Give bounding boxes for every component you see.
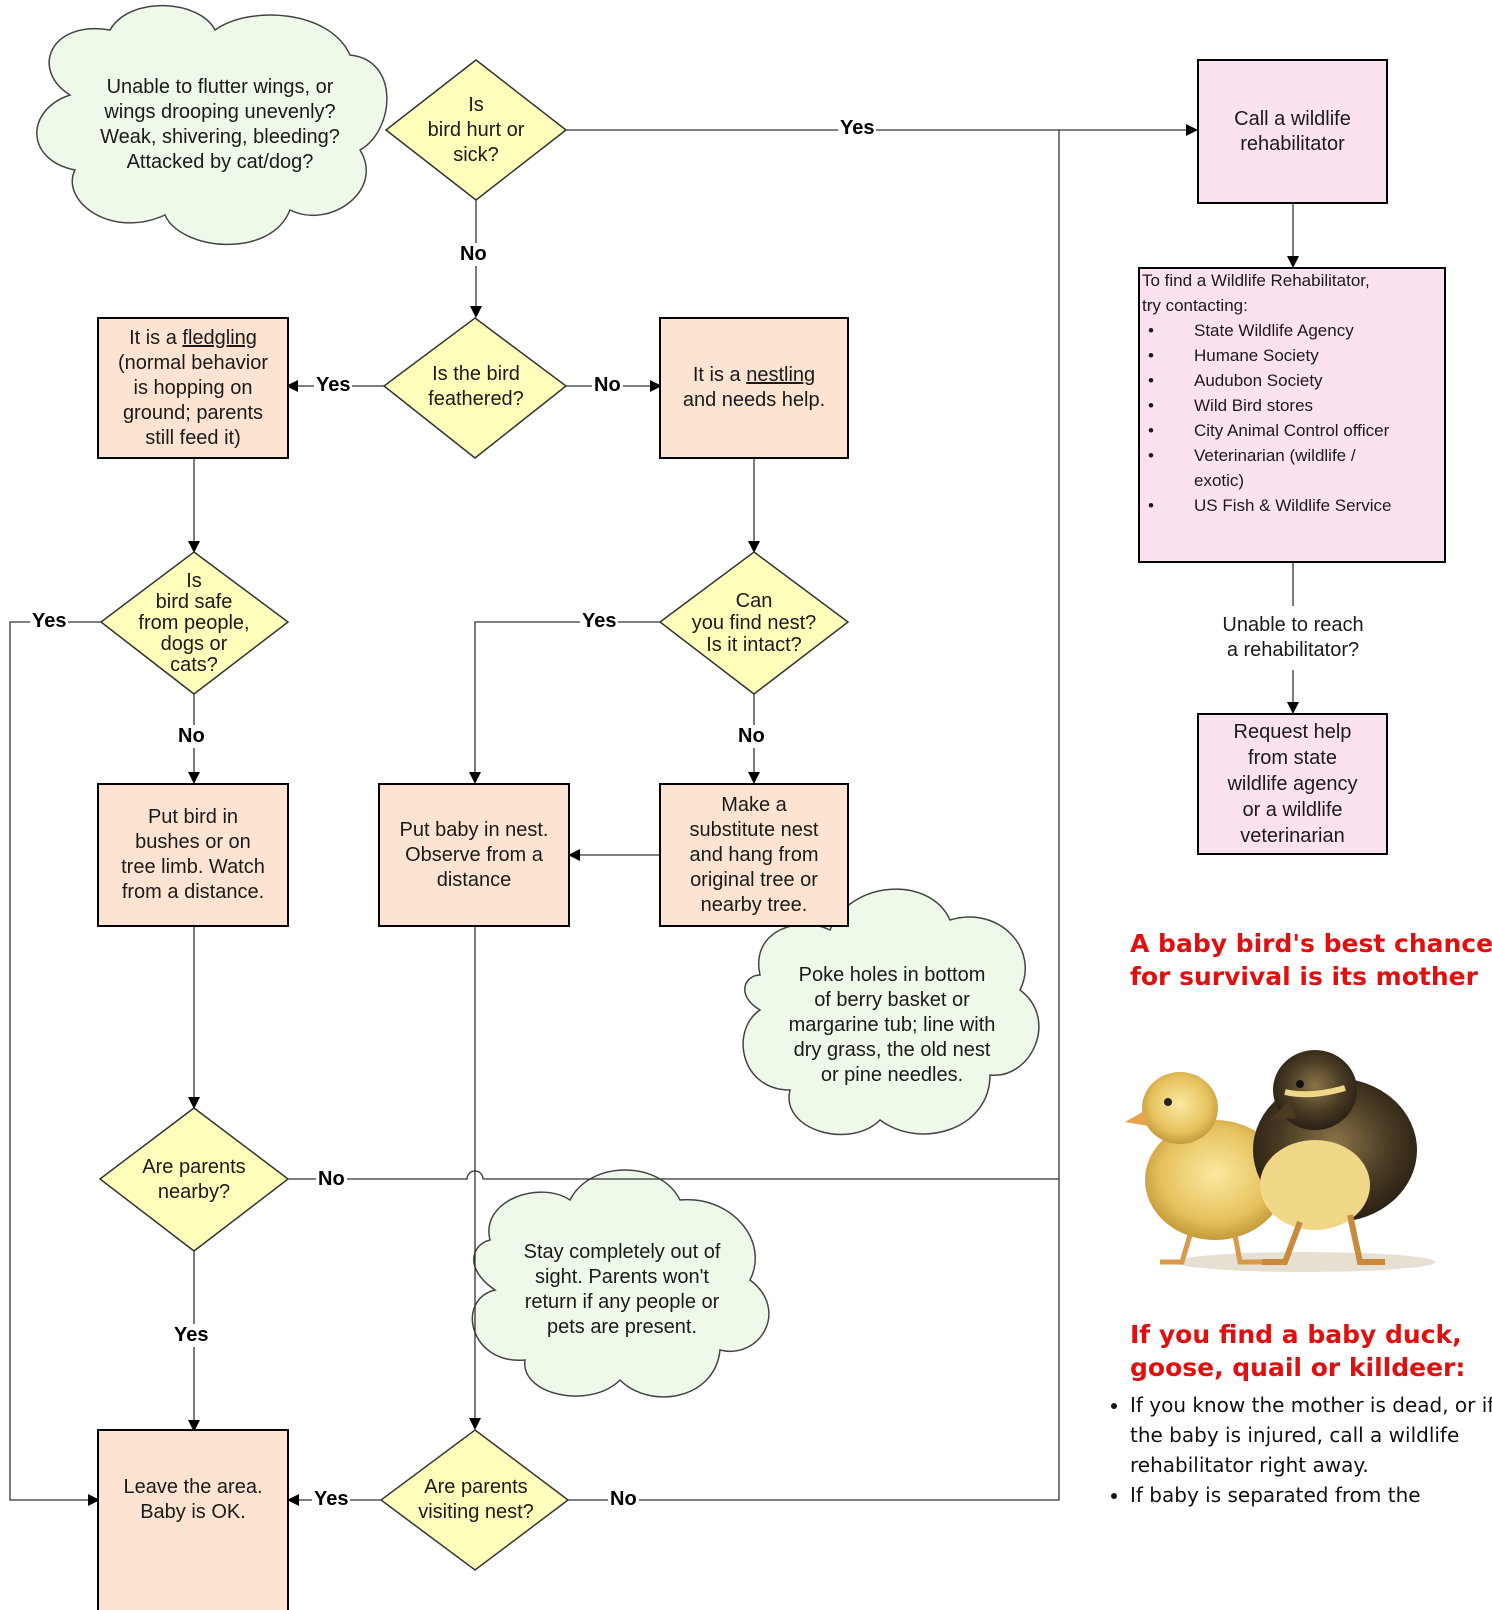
text-parents-visiting: Are parents visiting nest? bbox=[418, 1476, 534, 1523]
text-substitute: Make a substitute nest and hang from ori… bbox=[689, 793, 819, 916]
edge-label-nest-no: No bbox=[736, 725, 767, 748]
text-safe: Is bird safe from people, dogs or cats? bbox=[138, 569, 250, 676]
duck-advice-list: If you know the mother is dead, or if th… bbox=[1090, 1390, 1492, 1510]
edge-label-nest-yes: Yes bbox=[580, 610, 619, 633]
box-fledgling bbox=[97, 317, 289, 459]
edge-label-feathered-yes: Yes bbox=[314, 374, 353, 397]
text-feathered: Is the bird feathered? bbox=[428, 363, 524, 410]
box-substitute bbox=[659, 783, 849, 927]
rehab-item: State Wildlife Agency bbox=[1142, 318, 1442, 343]
box-nestling bbox=[659, 317, 849, 459]
heading-baby-duck: If you find a baby duck, goose, quail or… bbox=[1130, 1320, 1466, 1382]
text-request-help: Request help from state wildlife agency … bbox=[1227, 721, 1358, 847]
text-nestling: It is a nestling and needs help. bbox=[662, 319, 846, 457]
text-cloud-basket: Poke holes in bottom of berry basket or … bbox=[788, 963, 996, 1086]
rehab-item: Audubon Society bbox=[1142, 368, 1442, 393]
diamond-feathered bbox=[382, 317, 568, 459]
diamond-safe bbox=[99, 551, 290, 695]
text-fledgling: It is a fledgling (normal behavior is ho… bbox=[100, 319, 286, 457]
edge-label-safe-yes: Yes bbox=[30, 610, 69, 633]
box-request-help bbox=[1197, 713, 1388, 855]
text-cloud-injury: Unable to flutter wings, or wings droopi… bbox=[100, 76, 340, 173]
text-parents-nearby: Are parents nearby? bbox=[142, 1156, 246, 1203]
advice-item: If baby is separated from the bbox=[1130, 1480, 1492, 1510]
box-call-rehab bbox=[1197, 59, 1388, 204]
fledgling-link: fledgling bbox=[182, 326, 257, 349]
fledgling-prefix: It is a bbox=[129, 326, 183, 349]
box-put-bushes bbox=[97, 783, 289, 927]
nestling-link: nestling bbox=[746, 364, 816, 386]
edge-label-feathered-no: No bbox=[592, 374, 623, 397]
text-leave: Leave the area. Baby is OK. bbox=[123, 1476, 263, 1523]
text-find-nest: Can you find nest? Is it intact? bbox=[691, 590, 817, 656]
box-put-nest bbox=[378, 783, 570, 927]
diamond-parents-nearby bbox=[98, 1107, 290, 1252]
text-put-nest: Put baby in nest. Observe from a distanc… bbox=[399, 818, 549, 891]
text-put-bushes: Put bird in bushes or on tree limb. Watc… bbox=[121, 806, 265, 903]
advice-item: If you know the mother is dead, or if th… bbox=[1130, 1390, 1492, 1480]
fledgling-desc: (normal behavior is hopping on ground; p… bbox=[117, 351, 269, 449]
edge-label-nearby-yes: Yes bbox=[172, 1324, 211, 1347]
heading-best-chance: A baby bird's best chance for survival i… bbox=[1130, 929, 1492, 991]
box-leave bbox=[97, 1429, 289, 1610]
rehab-item: US Fish & Wildlife Service bbox=[1142, 493, 1442, 518]
connectors bbox=[9, 124, 1299, 1506]
rehab-list-intro: To find a Wildlife Rehabilitator, try co… bbox=[1142, 271, 1370, 315]
ducklings-photo bbox=[1125, 1050, 1435, 1272]
cloud-basket bbox=[742, 888, 1040, 1136]
rehab-item: Humane Society bbox=[1142, 343, 1442, 368]
rehab-contact-list: To find a Wildlife Rehabilitator, try co… bbox=[1142, 268, 1442, 518]
text-cloud-sight: Stay completely out of sight. Parents wo… bbox=[523, 1241, 721, 1338]
rehab-item: Wild Bird stores bbox=[1142, 393, 1442, 418]
diamond-hurt bbox=[384, 59, 568, 201]
diamond-parents-visiting bbox=[379, 1429, 570, 1571]
cloud-sight bbox=[471, 1169, 770, 1398]
rehab-list-items: State Wildlife Agency Humane Society Aud… bbox=[1142, 318, 1442, 518]
edge-label-nearby-no: No bbox=[316, 1168, 347, 1191]
nestling-prefix: It is a bbox=[692, 364, 747, 386]
nestling-desc: and needs help. bbox=[682, 389, 826, 411]
diamond-find-nest bbox=[658, 551, 850, 695]
text-hurt: Is bird hurt or sick? bbox=[427, 93, 525, 166]
text-unable-reach: Unable to reach a rehabilitator? bbox=[1190, 606, 1396, 670]
edge-label-visiting-no: No bbox=[608, 1488, 639, 1511]
edge-label-hurt-no: No bbox=[458, 243, 489, 266]
rehab-item: City Animal Control officer bbox=[1142, 418, 1442, 443]
edge-label-visiting-yes: Yes bbox=[312, 1488, 351, 1511]
edge-label-safe-no: No bbox=[176, 725, 207, 748]
cloud-injury bbox=[36, 4, 388, 246]
text-call-rehab: Call a wildlife rehabilitator bbox=[1234, 107, 1351, 155]
rehab-item: Veterinarian (wildlife / exotic) bbox=[1142, 443, 1442, 493]
edge-label-hurt-yes: Yes bbox=[838, 117, 877, 140]
